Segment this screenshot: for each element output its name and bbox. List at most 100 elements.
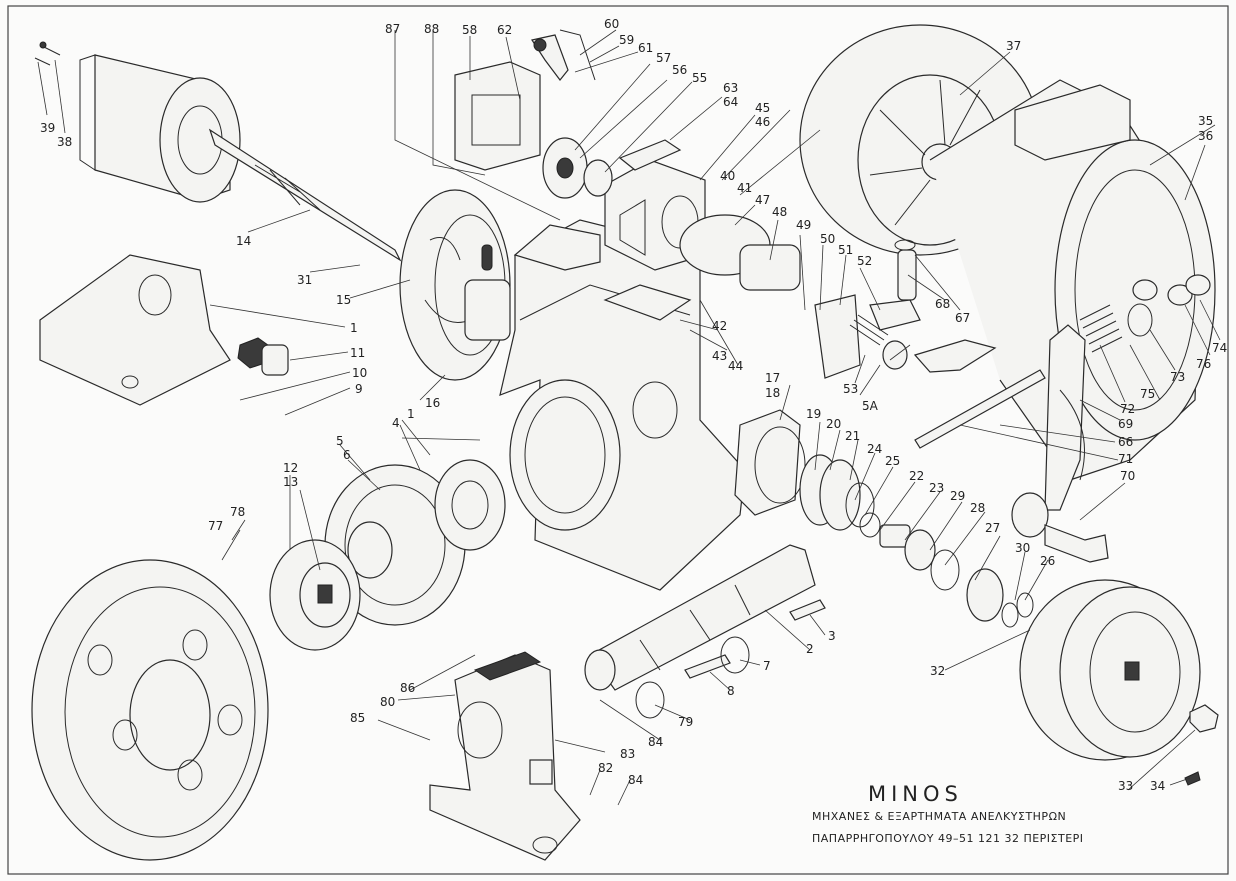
part-label-45: 45	[755, 101, 770, 115]
part-label-74: 74	[1212, 341, 1227, 355]
part-label-5: 5	[336, 434, 344, 448]
part-label-30: 30	[1015, 541, 1030, 555]
part-label-44: 44	[728, 359, 743, 373]
part-label-60: 60	[604, 17, 619, 31]
part-label-66: 66	[1118, 435, 1133, 449]
part-label-12: 12	[283, 461, 298, 475]
part-label-42: 42	[712, 319, 727, 333]
brake-shoe-roller	[1011, 492, 1109, 563]
main-shaft	[208, 128, 402, 262]
part-label-88: 88	[424, 22, 439, 36]
part-label-16: 16	[425, 396, 440, 410]
key-8	[684, 654, 731, 679]
lever-59-60	[531, 29, 596, 81]
part-label-2: 2	[806, 642, 814, 656]
part-label-17: 17	[765, 371, 780, 385]
handwheel	[31, 559, 269, 861]
worm-sleeve	[679, 214, 801, 291]
part-label-70: 70	[1120, 469, 1135, 483]
part-label-76: 76	[1196, 357, 1211, 371]
part-label-3: 3	[828, 629, 836, 643]
part-label-43: 43	[712, 349, 727, 363]
part-label-19: 19	[806, 407, 821, 421]
part-label-85: 85	[350, 711, 365, 725]
part-label-4: 4	[392, 416, 400, 430]
part-label-56: 56	[672, 63, 687, 77]
part-label-1b: 1	[407, 407, 415, 421]
part-label-78: 78	[230, 505, 245, 519]
part-label-53: 53	[843, 382, 858, 396]
part-label-41: 41	[737, 181, 752, 195]
brand-name: MINOS	[868, 782, 963, 806]
part-label-10: 10	[352, 366, 367, 380]
part-label-57: 57	[656, 51, 671, 65]
key-3	[789, 599, 826, 621]
drawing-border	[7, 5, 1229, 875]
traction-sheave	[1019, 579, 1201, 761]
part-label-36: 36	[1198, 129, 1213, 143]
part-label-13: 13	[283, 475, 298, 489]
part-label-75: 75	[1140, 387, 1155, 401]
part-label-79: 79	[678, 715, 693, 729]
part-label-6: 6	[343, 448, 351, 462]
coupling-hub	[464, 244, 511, 341]
part-label-9: 9	[355, 382, 363, 396]
part-label-28: 28	[970, 501, 985, 515]
bolts-38-39	[34, 41, 61, 66]
part-label-72: 72	[1120, 402, 1135, 416]
part-label-39: 39	[40, 121, 55, 135]
part-label-1a: 1	[350, 321, 358, 335]
part-label-82: 82	[598, 761, 613, 775]
part-label-24: 24	[867, 442, 882, 456]
part-label-59: 59	[619, 33, 634, 47]
part-label-29: 29	[950, 489, 965, 503]
part-label-51: 51	[838, 243, 853, 257]
part-label-20: 20	[826, 417, 841, 431]
part-label-26: 26	[1040, 554, 1055, 568]
gearbox-housing	[499, 219, 746, 591]
lever-plate-51	[814, 294, 861, 379]
part-label-7: 7	[763, 659, 771, 673]
part-label-86: 86	[400, 681, 415, 695]
part-label-47: 47	[755, 193, 770, 207]
seal-ring-55	[583, 159, 613, 197]
gasket-63	[618, 139, 682, 171]
part-label-27: 27	[985, 521, 1000, 535]
bearing-nut-23	[879, 524, 936, 571]
bearing-pedestal-bottom	[429, 651, 581, 861]
part-label-49: 49	[796, 218, 811, 232]
cam-lever-52	[869, 299, 997, 373]
part-label-83: 83	[620, 747, 635, 761]
part-label-69: 69	[1118, 417, 1133, 431]
hex-plug	[237, 337, 289, 376]
bearing-flange-17	[734, 409, 806, 516]
bearing-cap-57	[542, 137, 588, 199]
leader-lines	[37, 29, 1221, 806]
part-label-8: 8	[727, 684, 735, 698]
part-label-58: 58	[462, 23, 477, 37]
coupling-12-13	[269, 539, 361, 651]
rings-7-79	[635, 636, 750, 719]
brake-arm-69	[1044, 324, 1086, 511]
window-frame-58	[454, 61, 541, 171]
part-label-35: 35	[1198, 114, 1213, 128]
company-subtitle: ΜΗΧΑΝΕΣ & ΕΞΑΡΤΗΜΑΤΑ ΑΝΕΛΚΥΣΤΗΡΩΝ	[812, 810, 1067, 823]
ball-bearings-19-21	[799, 454, 881, 538]
grease-nipple-34	[1184, 771, 1201, 786]
company-address: ΠΑΠΑΡΡΗΓΟΠΟΥΛΟΥ 49–51 121 32 ΠΕΡΙΣΤΕΡΙ	[812, 832, 1084, 845]
part-label-61: 61	[638, 41, 653, 55]
tie-rod-71	[914, 369, 1046, 449]
part-label-55: 55	[692, 71, 707, 85]
part-label-63: 63	[723, 81, 738, 95]
part-label-52: 52	[857, 254, 872, 268]
cover-plates	[513, 224, 692, 321]
part-label-23: 23	[929, 481, 944, 495]
lock-rings-26-30	[930, 549, 1034, 628]
part-label-54: 5A	[862, 399, 879, 413]
nut-33	[1189, 704, 1219, 733]
output-shaft	[584, 544, 816, 691]
part-label-50: 50	[820, 232, 835, 246]
part-label-40: 40	[720, 169, 735, 183]
